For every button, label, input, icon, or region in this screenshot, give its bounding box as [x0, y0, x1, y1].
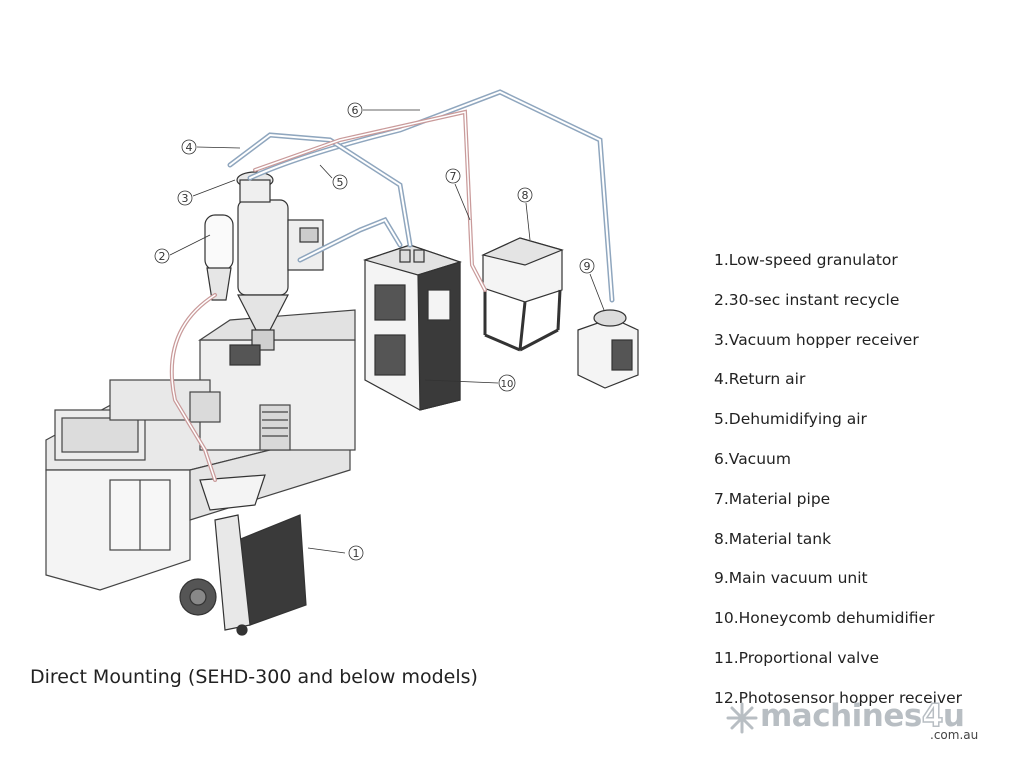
legend-item-7: 7.Material pipe: [714, 489, 831, 508]
honeycomb-dehumidifier: [362, 244, 462, 411]
legend-item-4: 4.Return air: [714, 370, 806, 389]
dehumidifying-air-pipe-inner: [299, 218, 401, 261]
legend-item-5: 5.Dehumidifying air: [714, 410, 867, 429]
material-tank: [481, 237, 564, 352]
watermark-word-suffix: u: [942, 698, 965, 734]
diagram-caption: Direct Mounting (SEHD-300 and below mode…: [30, 666, 478, 688]
return-air-pipe-inner: [229, 133, 411, 246]
dryer-hopper-assembly: [204, 171, 324, 366]
callout-6: 6: [352, 104, 359, 117]
watermark-tld: .com.au: [930, 728, 979, 742]
callout-2: 2: [159, 250, 166, 263]
pipes: [169, 89, 615, 482]
component-legend: 1.Low-speed granulator 2.30-sec instant …: [714, 248, 962, 726]
callout-9: 9: [584, 260, 591, 273]
callout-7: 7: [450, 170, 457, 183]
legend-item-10: 10.Honeycomb dehumidifier: [714, 609, 935, 628]
legend-item-6: 6.Vacuum: [714, 449, 791, 468]
vacuum-pipe-inner: [249, 90, 613, 301]
injection-molding-machine: [45, 309, 356, 591]
callout-3: 3: [182, 192, 189, 205]
legend-item-11: 11.Proportional valve: [714, 648, 880, 667]
material-pipe-inner: [254, 111, 486, 291]
legend-item-12: 12.Photosensor hopper receiver: [714, 688, 962, 707]
callout-8: 8: [522, 189, 529, 202]
watermark-word-prefix: machines: [760, 698, 922, 734]
legend-item-3: 3.Vacuum hopper receiver: [714, 330, 919, 349]
watermark-word-highlight: 4: [921, 697, 944, 735]
watermark-wordmark: machines4u: [760, 697, 965, 735]
legend-item-1: 1.Low-speed granulator: [714, 251, 898, 269]
legend-item-8: 8.Material tank: [714, 529, 832, 548]
main-vacuum-unit: [577, 309, 639, 389]
callout-10: 10: [501, 379, 514, 390]
snowflake-logo-icon: [726, 702, 758, 734]
callouts: 1 2 3 4 5 6 7 8 9 10: [154, 102, 605, 561]
callout-1: 1: [353, 547, 360, 560]
callout-4: 4: [186, 141, 193, 154]
legend-item-9: 9.Main vacuum unit: [714, 569, 868, 588]
callout-5: 5: [337, 176, 344, 189]
legend-item-2: 2.30-sec instant recycle: [714, 290, 900, 309]
recycle-pipe-inner: [171, 294, 216, 481]
low-speed-granulator: [179, 474, 307, 636]
